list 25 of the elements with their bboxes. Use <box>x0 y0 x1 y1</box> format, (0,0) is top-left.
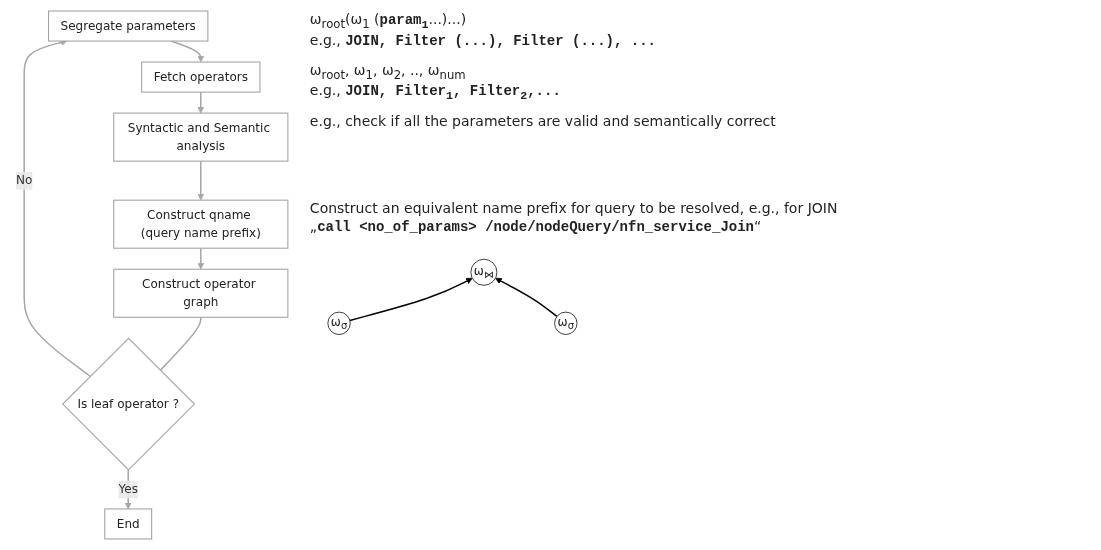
node-circle: ω$_{σ}$ <box>327 311 351 335</box>
node-box: End <box>104 508 153 540</box>
annotation-text: e.g., JOIN, Filter$_{1}$, Filter$_{2}$,... <box>309 82 561 104</box>
arrow <box>349 277 473 322</box>
arrow <box>197 160 205 201</box>
node-circle: ω$_{σ}$ <box>554 311 578 335</box>
node-box: Segregate parameters <box>48 10 209 42</box>
node-box: Construct qname (query name prefix) <box>113 199 289 249</box>
annotation-text: e.g., check if all the parameters are valid and semantically correct <box>309 113 776 131</box>
annotation-text: „call <no_of_params> /node/nodeQuery/nfn_service_Join“ <box>309 217 763 237</box>
arrow <box>197 91 205 114</box>
edge-label: Yes <box>118 481 138 497</box>
edge-label: No <box>15 173 33 188</box>
arrow <box>197 247 205 270</box>
annotation-text: ω$_{root}$, ω$_{1}$, ω$_{2}$, .., ω$_{num}$ <box>309 62 467 83</box>
connector <box>159 316 202 372</box>
node-circle: ω$_{⋈}$ <box>470 258 498 286</box>
node-diamond: Is leaf operator ? <box>61 337 196 471</box>
node-box: Fetch operators <box>141 61 261 93</box>
annotation-text: e.g., JOIN, Filter (...), Filter (...), ... <box>309 32 657 51</box>
node-box: Construct operator graph <box>113 268 289 318</box>
arrow <box>495 277 558 318</box>
annotation-text: ω$_{root}$(ω$_{1}$ (param$_{1}$...)...) <box>309 11 468 33</box>
annotation-text: Construct an equivalent name prefix for query to be resolved, e.g., for JOIN <box>309 200 838 218</box>
node-box: Syntactic and Semantic analysis <box>113 112 289 162</box>
